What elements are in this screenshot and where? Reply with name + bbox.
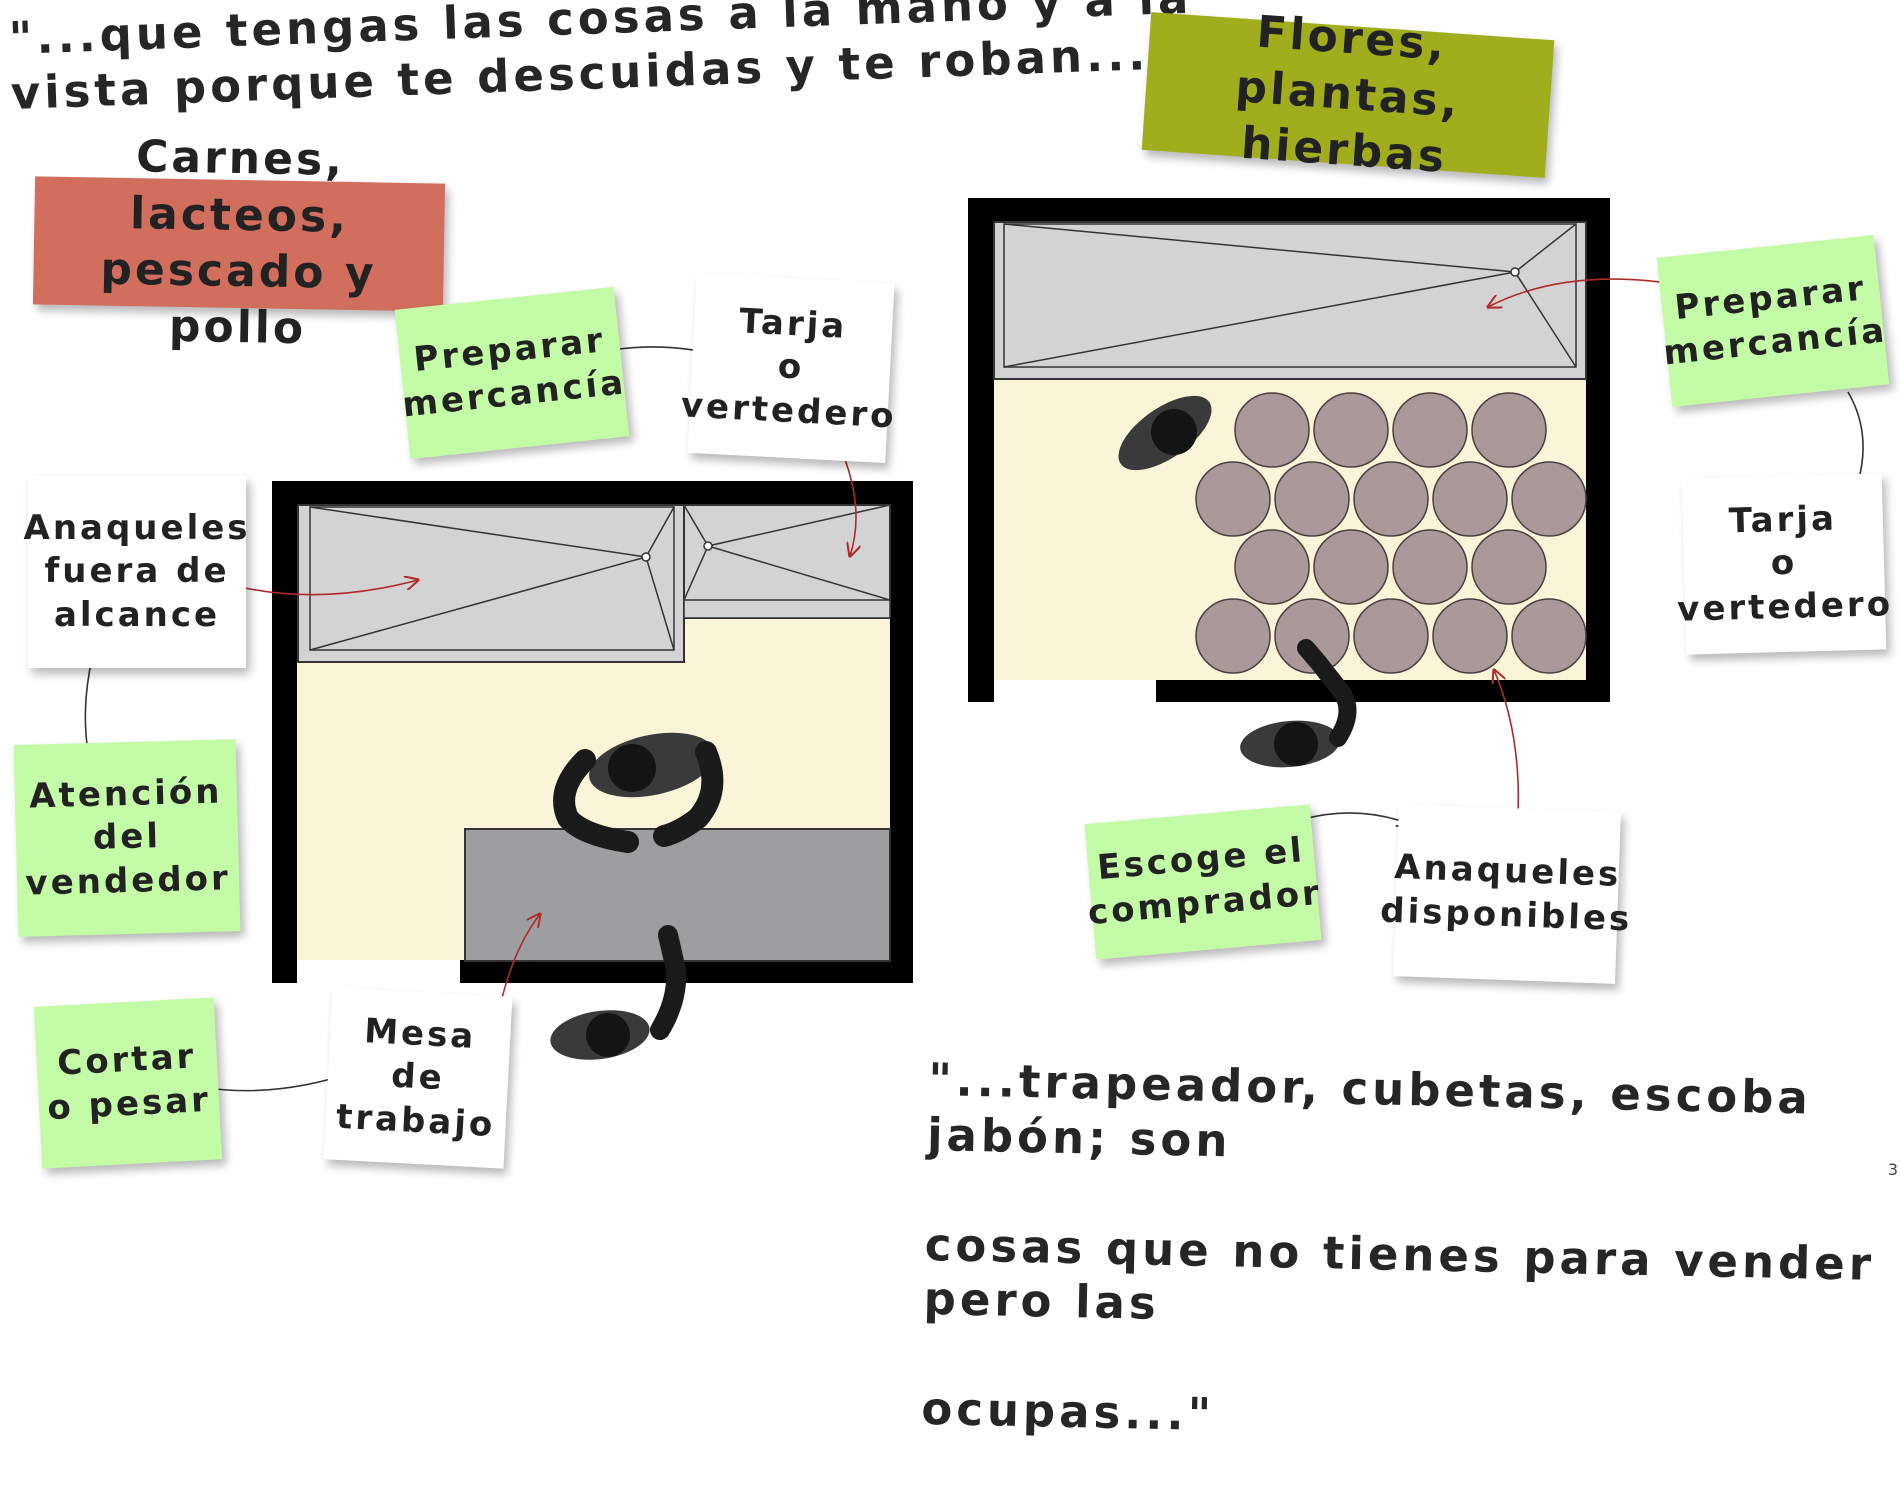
note-sink-right-label: Tarja o vertedero — [1676, 498, 1894, 630]
note-prepare-left: Preparar mercancía — [394, 286, 630, 460]
flower-pot-11 — [1313, 529, 1389, 605]
flower-pot-9 — [1511, 461, 1587, 537]
flower-pot-1 — [1234, 392, 1310, 468]
right-floor-plan — [968, 198, 1610, 768]
flower-pot-18 — [1511, 598, 1587, 674]
arrow-prepare-to-shelf-right — [1488, 278, 1661, 307]
note-work-table-label: Mesa de trabajo — [335, 1010, 497, 1145]
note-vendor-attention-label: Atención del vendedor — [24, 771, 232, 904]
flower-pot-10 — [1234, 529, 1310, 605]
right-wall-top — [968, 198, 1610, 223]
flower-pot-6 — [1274, 461, 1350, 537]
flower-pot-13 — [1471, 529, 1547, 605]
category-flowers-plants: Flores, plantas, hierbas — [1141, 6, 1555, 183]
customer-figure-right — [1240, 639, 1357, 768]
note-shelves-out-of-reach: Anaqueles fuera de alcance — [24, 476, 248, 668]
flower-pot-4 — [1471, 392, 1547, 468]
left-floor-plan — [272, 481, 913, 1060]
note-prepare-left-label: Preparar mercancía — [400, 320, 628, 426]
flower-pot-16 — [1353, 598, 1429, 674]
flower-pot-3 — [1392, 392, 1468, 468]
left-shelf-unit-2 — [683, 504, 891, 619]
note-sink-right: Tarja o vertedero — [1677, 473, 1894, 655]
flower-pot-8 — [1432, 461, 1508, 537]
note-vendor-attention: Atención del vendedor — [13, 739, 241, 937]
left-wall-bottom — [460, 960, 913, 983]
note-buyer-chooses: Escoge el comprador — [1084, 804, 1324, 960]
left-shelf-unit-1 — [297, 504, 685, 663]
flower-pots — [1195, 392, 1587, 674]
arrow-shelves-out-of-reach — [235, 580, 418, 596]
quote-bottom-line-2: cosas que no tienes para vender pero las — [923, 1217, 1876, 1331]
arrow-buyer-to-shelves — [1299, 812, 1410, 824]
quote-bottom-line-1: "...trapeador, cubetas, escoba jabón; so… — [926, 1052, 1813, 1168]
quote-bottom-line-3: ocupas..." — [920, 1382, 1216, 1442]
category-meat-dairy: Carnes, lacteos, pescado y pollo — [32, 132, 446, 354]
flower-pot-2 — [1313, 392, 1389, 468]
flower-pot-5 — [1195, 461, 1271, 537]
vendor-figure-right — [1118, 395, 1212, 471]
category-flowers-plants-label: Flores, plantas, hierbas — [1233, 6, 1463, 184]
left-wall-left — [272, 481, 297, 983]
right-wall-left — [968, 198, 994, 702]
floor-plan-diagram — [84, 198, 1864, 1092]
note-cut-weigh: Cortar o pesar — [33, 997, 223, 1169]
quote-bottom: "...trapeador, cubetas, escoba jabón; so… — [920, 998, 1900, 1512]
note-buyer-chooses-label: Escoge el comprador — [1086, 830, 1324, 934]
flower-pot-15 — [1274, 598, 1350, 674]
right-shelf-unit — [993, 221, 1587, 380]
left-wall-right — [890, 481, 913, 983]
flower-pot-12 — [1392, 529, 1468, 605]
note-available-shelves-label: Anaqueles disponibles — [1379, 847, 1633, 940]
note-prepare-right: Preparar mercancía — [1656, 235, 1890, 407]
right-wall-bottom — [1156, 680, 1610, 702]
right-wall-right — [1586, 198, 1610, 702]
note-sink-left-label: Tarja o vertedero — [679, 300, 898, 437]
customer-figure-left — [550, 925, 687, 1060]
flower-pot-17 — [1432, 598, 1508, 674]
category-meat-dairy-label: Carnes, lacteos, pescado y pollo — [100, 131, 377, 355]
note-shelves-out-of-reach-label: Anaqueles fuera de alcance — [23, 507, 251, 635]
note-work-table: Mesa de trabajo — [323, 987, 513, 1169]
note-cut-weigh-label: Cortar o pesar — [46, 1036, 212, 1129]
note-prepare-right-label: Preparar mercancía — [1661, 268, 1889, 374]
note-available-shelves: Anaqueles disponibles — [1380, 804, 1633, 984]
vendor-figure — [553, 732, 724, 853]
left-wall-top — [272, 481, 913, 505]
flower-pot-14 — [1195, 598, 1271, 674]
page-number: 3 — [1887, 1160, 1898, 1179]
flower-pot-7 — [1353, 461, 1429, 537]
note-sink-left: Tarja o vertedero — [680, 272, 898, 464]
